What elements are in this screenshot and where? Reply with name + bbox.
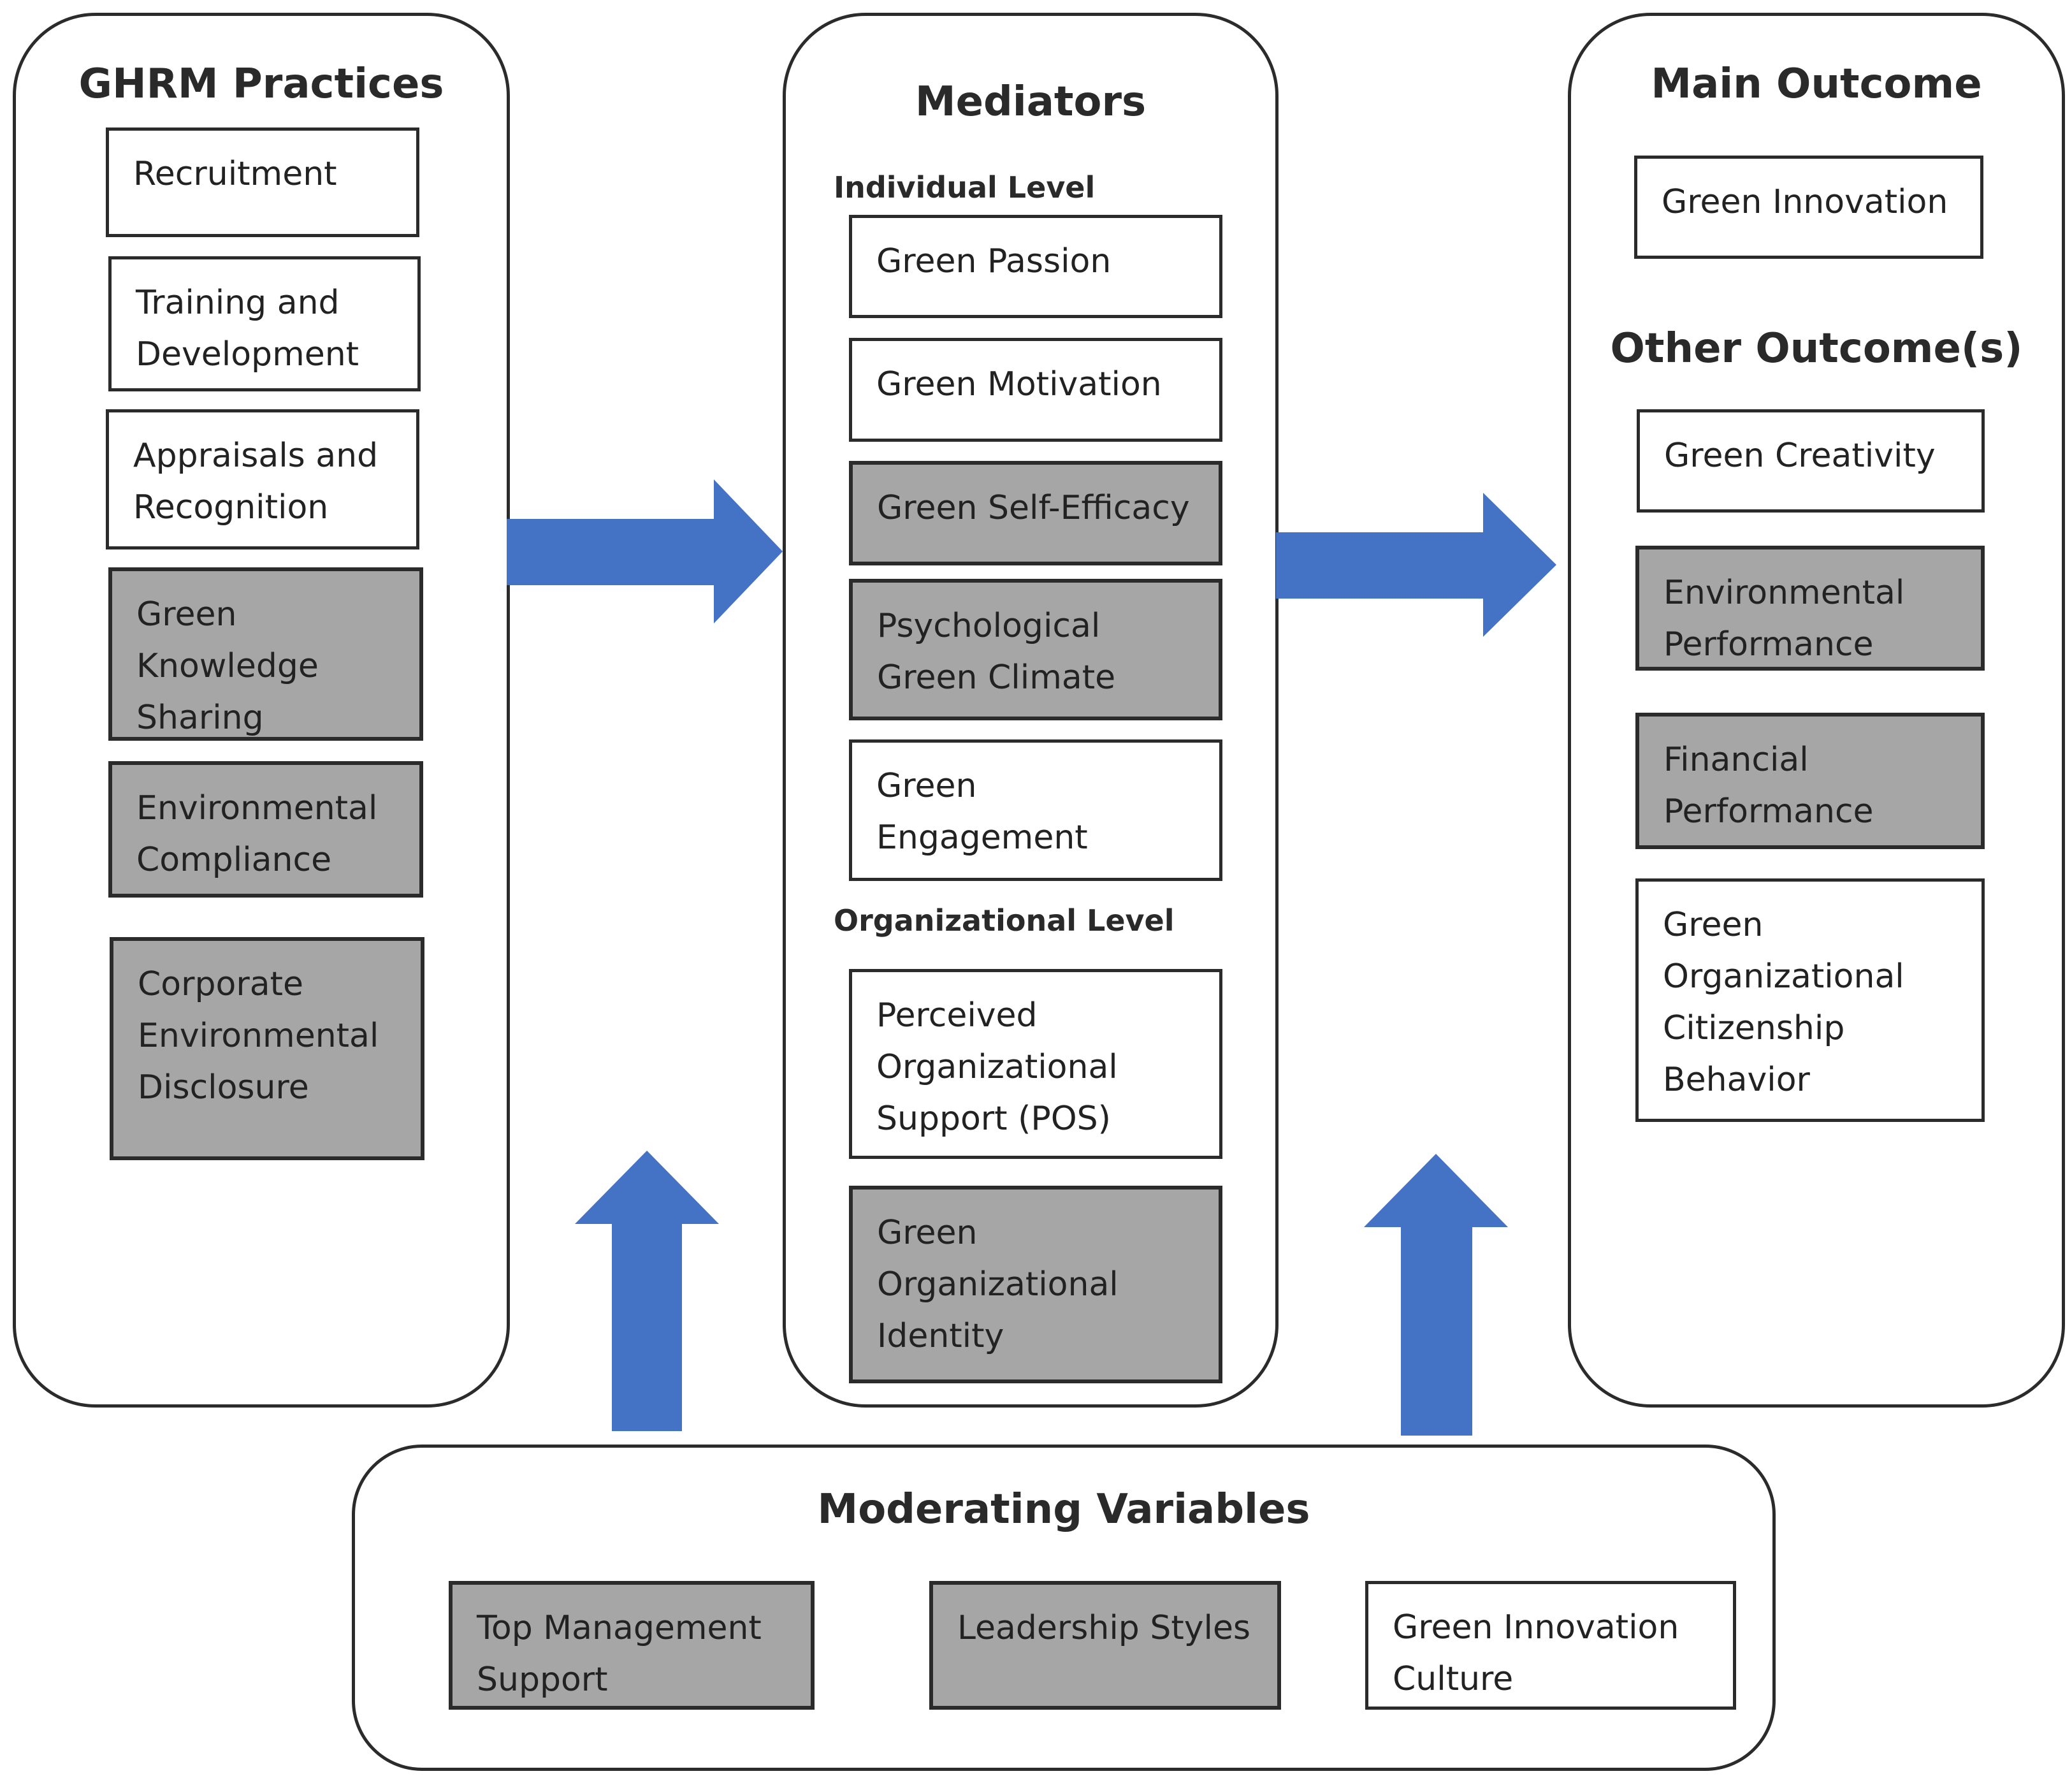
box-label-line: Organizational bbox=[877, 1265, 1119, 1304]
box-label-line: Compliance bbox=[136, 841, 332, 879]
box-label-line: Green Climate bbox=[877, 659, 1116, 697]
box-label-line: Appraisals and bbox=[133, 437, 379, 475]
box-label-line: Corporate bbox=[138, 965, 303, 1003]
moderators-items-box: Leadership Styles bbox=[929, 1581, 1281, 1710]
box-label-line: Environmental bbox=[1663, 574, 1905, 612]
box-label-line: Recognition bbox=[133, 488, 329, 527]
other-outcomes-title: Other Outcome(s) bbox=[1610, 325, 2023, 372]
box-label-line: Green Creativity bbox=[1664, 437, 1936, 475]
box-label-line: Green bbox=[1663, 906, 1764, 944]
box-label-line: Top Management bbox=[477, 1609, 762, 1647]
box-label-line: Recruitment bbox=[133, 155, 337, 193]
arrow-up-moderator-right bbox=[1364, 1154, 1508, 1436]
box-label-line: Performance bbox=[1663, 792, 1874, 831]
box-label-line: Green bbox=[877, 1214, 978, 1252]
box-label-line: Knowledge bbox=[136, 647, 319, 685]
mediators-individual-box: Green Passion bbox=[849, 215, 1222, 318]
box-label-line: Disclosure bbox=[138, 1068, 309, 1107]
box-label-line: Sharing bbox=[136, 699, 264, 737]
box-label-line: Green Innovation bbox=[1662, 183, 1948, 221]
box-label-line: Perceived bbox=[876, 996, 1038, 1035]
ghrm-practices-title: GHRM Practices bbox=[78, 61, 444, 108]
moderating-variables-title: Moderating Variables bbox=[817, 1486, 1310, 1533]
mediators-title: Mediators bbox=[915, 78, 1147, 126]
arrow-up-moderator-left bbox=[575, 1151, 719, 1431]
box-label-line: Behavior bbox=[1663, 1061, 1810, 1099]
organizational-level-label: Organizational Level bbox=[834, 903, 1175, 938]
box-label-line: Green Engagement bbox=[876, 767, 1088, 857]
box-label-line: Organizational bbox=[876, 1048, 1118, 1086]
mediators-individual-box: Green Self-Efficacy bbox=[849, 461, 1222, 565]
arrow-right-mediators-to-outcomes bbox=[1276, 493, 1556, 637]
arrow-right-ghrm-to-mediators bbox=[507, 479, 783, 623]
box-label-line: Citizenship bbox=[1663, 1009, 1845, 1047]
box-label-line: Green Motivation bbox=[876, 365, 1162, 404]
box-label-line: Support (POS) bbox=[876, 1100, 1111, 1138]
box-label-line: Environmental bbox=[138, 1017, 379, 1055]
box-label-line: Leadership Styles bbox=[957, 1609, 1251, 1647]
outcomes-main-box: Green Innovation bbox=[1634, 156, 1983, 259]
main-outcome-title: Main Outcome bbox=[1651, 61, 1982, 108]
box-label-line: Identity bbox=[877, 1317, 1004, 1355]
box-label-line: Performance bbox=[1663, 625, 1874, 664]
box-label-line: Support bbox=[477, 1661, 608, 1699]
mediators-individual-box: Green Engagement bbox=[849, 739, 1222, 881]
box-label-line: Green Innovation bbox=[1393, 1608, 1679, 1647]
box-label-line: Training and bbox=[136, 284, 340, 322]
box-label-line: Green Passion bbox=[876, 242, 1112, 280]
box-label-line: Organizational bbox=[1663, 957, 1904, 996]
box-label-line: Psychological bbox=[877, 607, 1101, 645]
box-label-line: Environmental bbox=[136, 789, 378, 827]
individual-level-label: Individual Level bbox=[834, 170, 1096, 205]
ghrm-items-box: Recruitment bbox=[106, 127, 419, 237]
box-label-line: Development bbox=[136, 335, 359, 374]
box-label-line: Culture bbox=[1393, 1660, 1514, 1698]
box-label-line: Financial bbox=[1663, 741, 1809, 779]
box-label-line: Green bbox=[136, 595, 237, 634]
box-label-line: Green Self-Efficacy bbox=[877, 489, 1190, 527]
outcomes-other-box: Green Creativity bbox=[1637, 409, 1985, 513]
mediators-individual-box: Green Motivation bbox=[849, 338, 1222, 442]
